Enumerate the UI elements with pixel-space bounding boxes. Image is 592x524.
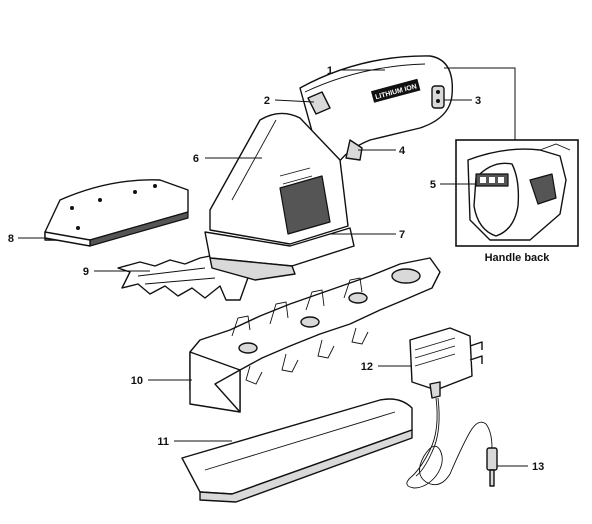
callout-4: 4 xyxy=(399,145,406,157)
callout-13: 13 xyxy=(532,461,544,473)
handle-back-inset: Handle back xyxy=(455,139,579,264)
callout-2: 2 xyxy=(264,95,270,107)
leader-lines xyxy=(18,67,528,467)
trimmer-main-body: LITHIUM ION xyxy=(204,55,454,281)
callout-9: 9 xyxy=(83,266,89,278)
callout-8: 8 xyxy=(8,233,14,245)
part-8-blade-cover-plate xyxy=(44,179,189,247)
callout-3: 3 xyxy=(475,95,481,107)
callout-5: 5 xyxy=(430,179,436,191)
part-12-charger xyxy=(409,327,483,399)
inset-caption: Handle back xyxy=(485,252,551,264)
brand-label-plate xyxy=(370,78,421,103)
callout-1: 1 xyxy=(327,65,333,77)
callout-7: 7 xyxy=(399,229,405,241)
callout-11: 11 xyxy=(157,436,169,448)
callout-10: 10 xyxy=(131,375,143,387)
callout-12: 12 xyxy=(361,361,373,373)
callout-numbers: 1 2 3 4 5 6 7 8 9 10 12 11 13 xyxy=(8,65,544,473)
part-11-blade-sheath xyxy=(181,398,413,503)
part-10-hedge-trimmer-blade xyxy=(189,257,441,413)
part-13-power-cord xyxy=(406,397,498,489)
callout-6: 6 xyxy=(193,153,199,165)
